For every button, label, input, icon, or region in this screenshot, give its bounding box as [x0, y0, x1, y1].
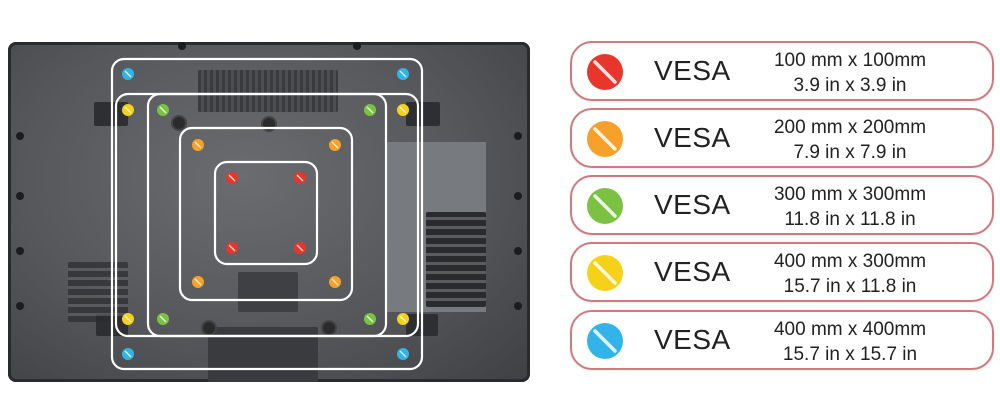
- legend-row-100x100: VESA 100 mm x 100mm 3.9 in x 3.9 in: [570, 41, 994, 101]
- vesa-label: VESA: [654, 189, 731, 220]
- screw-slot: [296, 174, 304, 182]
- screw-slot: [194, 278, 202, 286]
- no-entry-icon: [587, 54, 623, 90]
- edge-screw: [514, 247, 522, 255]
- imperial-size: 15.7 in x 11.8 in: [783, 276, 917, 297]
- edge-screw: [353, 42, 361, 50]
- imperial-size: 15.7 in x 15.7 in: [782, 344, 918, 365]
- metric-size: 300 mm x 300mm: [773, 184, 927, 205]
- legend-row-400x300: VESA 400 mm x 300mm 15.7 in x 11.8 in: [570, 242, 994, 302]
- edge-screw: [514, 192, 522, 200]
- imperial-size: 7.9 in x 7.9 in: [793, 142, 907, 163]
- vesa-label: VESA: [654, 256, 731, 287]
- metric-size: 400 mm x 300mm: [773, 251, 927, 272]
- frame-200x200: [178, 126, 354, 302]
- vent-grille: [198, 70, 338, 112]
- screw-slot: [366, 106, 374, 114]
- no-entry-icon: [587, 121, 623, 157]
- edge-screw: [514, 132, 522, 140]
- edge-screw: [178, 42, 186, 50]
- port-cluster: [426, 212, 486, 307]
- edge-screw: [16, 247, 24, 255]
- screw-slot: [124, 350, 132, 358]
- imperial-size: 11.8 in x 11.8 in: [784, 209, 916, 230]
- frame-400x400: [110, 57, 424, 371]
- vesa-dimensions: 400 mm x 400mm 15.7 in x 15.7 in: [750, 317, 950, 367]
- legend-row-400x400: VESA 400 mm x 400mm 15.7 in x 15.7 in: [570, 310, 994, 370]
- screw-slot: [124, 70, 132, 78]
- frame-100x100: [213, 160, 319, 266]
- screw-slot: [159, 315, 167, 323]
- screw-slot: [331, 141, 339, 149]
- screw-slot: [331, 278, 339, 286]
- screw-slot: [399, 350, 407, 358]
- edge-screw: [16, 302, 24, 310]
- screw-slot: [228, 244, 236, 252]
- mount-hole: [173, 117, 185, 129]
- vesa-dimensions: 300 mm x 300mm 11.8 in x 11.8 in: [750, 182, 950, 232]
- side-vent: [68, 262, 128, 322]
- screw-slot: [124, 106, 132, 114]
- vesa-label: VESA: [654, 122, 731, 153]
- screw-slot: [399, 106, 407, 114]
- no-entry-icon: [587, 188, 623, 224]
- metric-size: 400 mm x 400mm: [773, 319, 927, 340]
- no-entry-icon: [587, 255, 623, 291]
- metric-size: 100 mm x 100mm: [773, 50, 927, 71]
- tv-back-panel: [8, 42, 530, 382]
- metric-size: 200 mm x 200mm: [773, 117, 927, 138]
- vesa-label: VESA: [654, 55, 731, 86]
- vesa-dimensions: 200 mm x 200mm 7.9 in x 7.9 in: [750, 115, 950, 165]
- vesa-label: VESA: [654, 324, 731, 355]
- frame-300x300: [146, 92, 388, 338]
- vesa-dimensions: 400 mm x 300mm 15.7 in x 11.8 in: [750, 249, 950, 299]
- screw-slot: [399, 315, 407, 323]
- screw-slot: [194, 141, 202, 149]
- edge-screw: [16, 132, 24, 140]
- screw-slot: [399, 70, 407, 78]
- screw-slot: [159, 106, 167, 114]
- edge-screw: [514, 302, 522, 310]
- edge-screw: [16, 192, 24, 200]
- screw-slot: [296, 244, 304, 252]
- screw-slot: [228, 174, 236, 182]
- vesa-overlay: [110, 57, 424, 371]
- legend-row-300x300: VESA 300 mm x 300mm 11.8 in x 11.8 in: [570, 175, 994, 235]
- screw-slot: [124, 315, 132, 323]
- no-entry-icon: [587, 323, 623, 359]
- screw-slot: [366, 315, 374, 323]
- legend-row-200x200: VESA 200 mm x 200mm 7.9 in x 7.9 in: [570, 108, 994, 168]
- center-plate: [238, 272, 298, 312]
- mount-hole: [323, 322, 335, 334]
- mount-hole: [203, 322, 215, 334]
- vesa-dimensions: 100 mm x 100mm 3.9 in x 3.9 in: [750, 48, 950, 98]
- imperial-size: 3.9 in x 3.9 in: [793, 75, 907, 96]
